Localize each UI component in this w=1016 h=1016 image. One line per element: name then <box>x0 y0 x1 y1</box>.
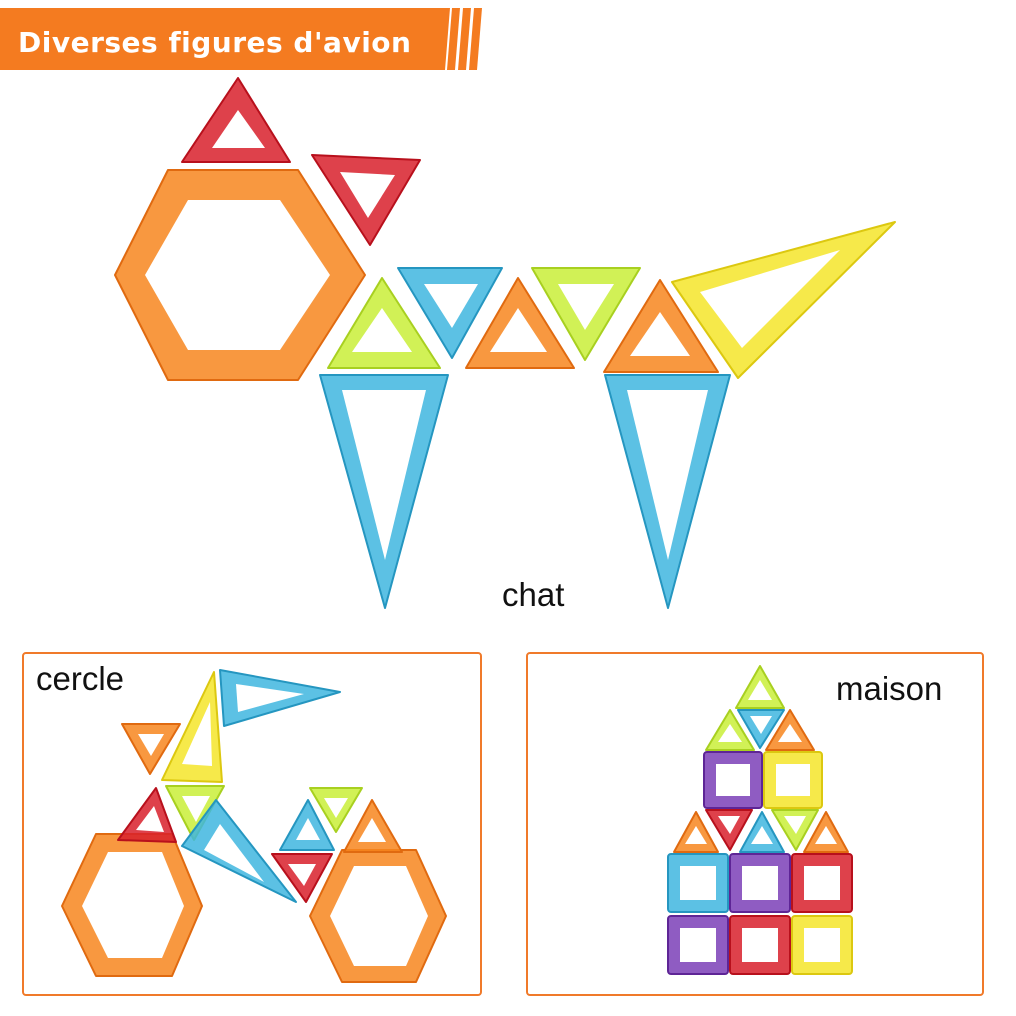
bicycle-figure <box>61 669 447 983</box>
cat-label: chat <box>502 576 565 613</box>
yellow-triangle-rider-body <box>161 671 223 783</box>
yellow-square-bottom-right <box>791 915 853 975</box>
red-square-middle-right <box>791 853 853 913</box>
cat-figure <box>114 77 896 609</box>
house-figure <box>667 665 853 975</box>
blue-triangle-back-leg <box>604 374 731 609</box>
orange-triangle-body-3 <box>465 277 575 369</box>
blue-triangle-roof-middle <box>737 709 785 749</box>
lime-triangle-roof-top <box>735 665 785 709</box>
house-label: maison <box>836 670 943 707</box>
lime-triangle-row-4 <box>771 809 819 851</box>
blue-triangle-rider-arm <box>219 669 341 727</box>
lime-triangle-body-4 <box>531 267 641 361</box>
red-square-bottom-center <box>729 915 791 975</box>
circle-label: cercle <box>36 660 125 697</box>
orange-hexagon-piece <box>114 169 366 381</box>
purple-square-upper-left <box>703 751 763 809</box>
title-banner: Diverses figures d'avion <box>0 8 500 70</box>
orange-hexagon-left-wheel <box>61 833 203 977</box>
banner-background <box>0 8 482 70</box>
blue-triangle-body-2 <box>397 267 503 359</box>
blue-triangle-frame <box>181 799 297 903</box>
red-triangle-frame-left <box>117 787 177 843</box>
orange-triangle-roof-right <box>765 709 815 751</box>
lime-triangle-body-1 <box>327 277 441 369</box>
purple-square-bottom-left <box>667 915 729 975</box>
orange-hexagon-right-wheel <box>309 849 447 983</box>
lime-triangle-roof-left <box>705 709 755 751</box>
banner-title: Diverses figures d'avion <box>18 26 412 59</box>
blue-square-middle-left <box>667 853 729 913</box>
orange-triangle-row-5 <box>803 811 849 853</box>
lime-triangle-handle <box>309 787 363 833</box>
orange-triangle-rider-head <box>121 723 181 775</box>
circle-panel: cercle <box>22 652 482 996</box>
yellow-square-upper-right <box>763 751 823 809</box>
orange-triangle-row-1 <box>673 811 719 853</box>
red-triangle-row-2 <box>705 809 753 851</box>
blue-triangle-handlebar <box>279 799 335 851</box>
orange-triangle-body-5 <box>603 279 719 373</box>
red-triangle-ear-left <box>181 77 291 163</box>
yellow-triangle-tail <box>671 221 896 379</box>
red-triangle-ear-right <box>311 154 421 246</box>
house-panel: maison <box>526 652 984 996</box>
purple-square-middle-center <box>729 853 791 913</box>
blue-triangle-row-3 <box>739 811 785 853</box>
blue-triangle-front-leg <box>319 374 449 609</box>
orange-triangle-front <box>343 799 403 853</box>
red-triangle-frame-right <box>271 853 333 903</box>
